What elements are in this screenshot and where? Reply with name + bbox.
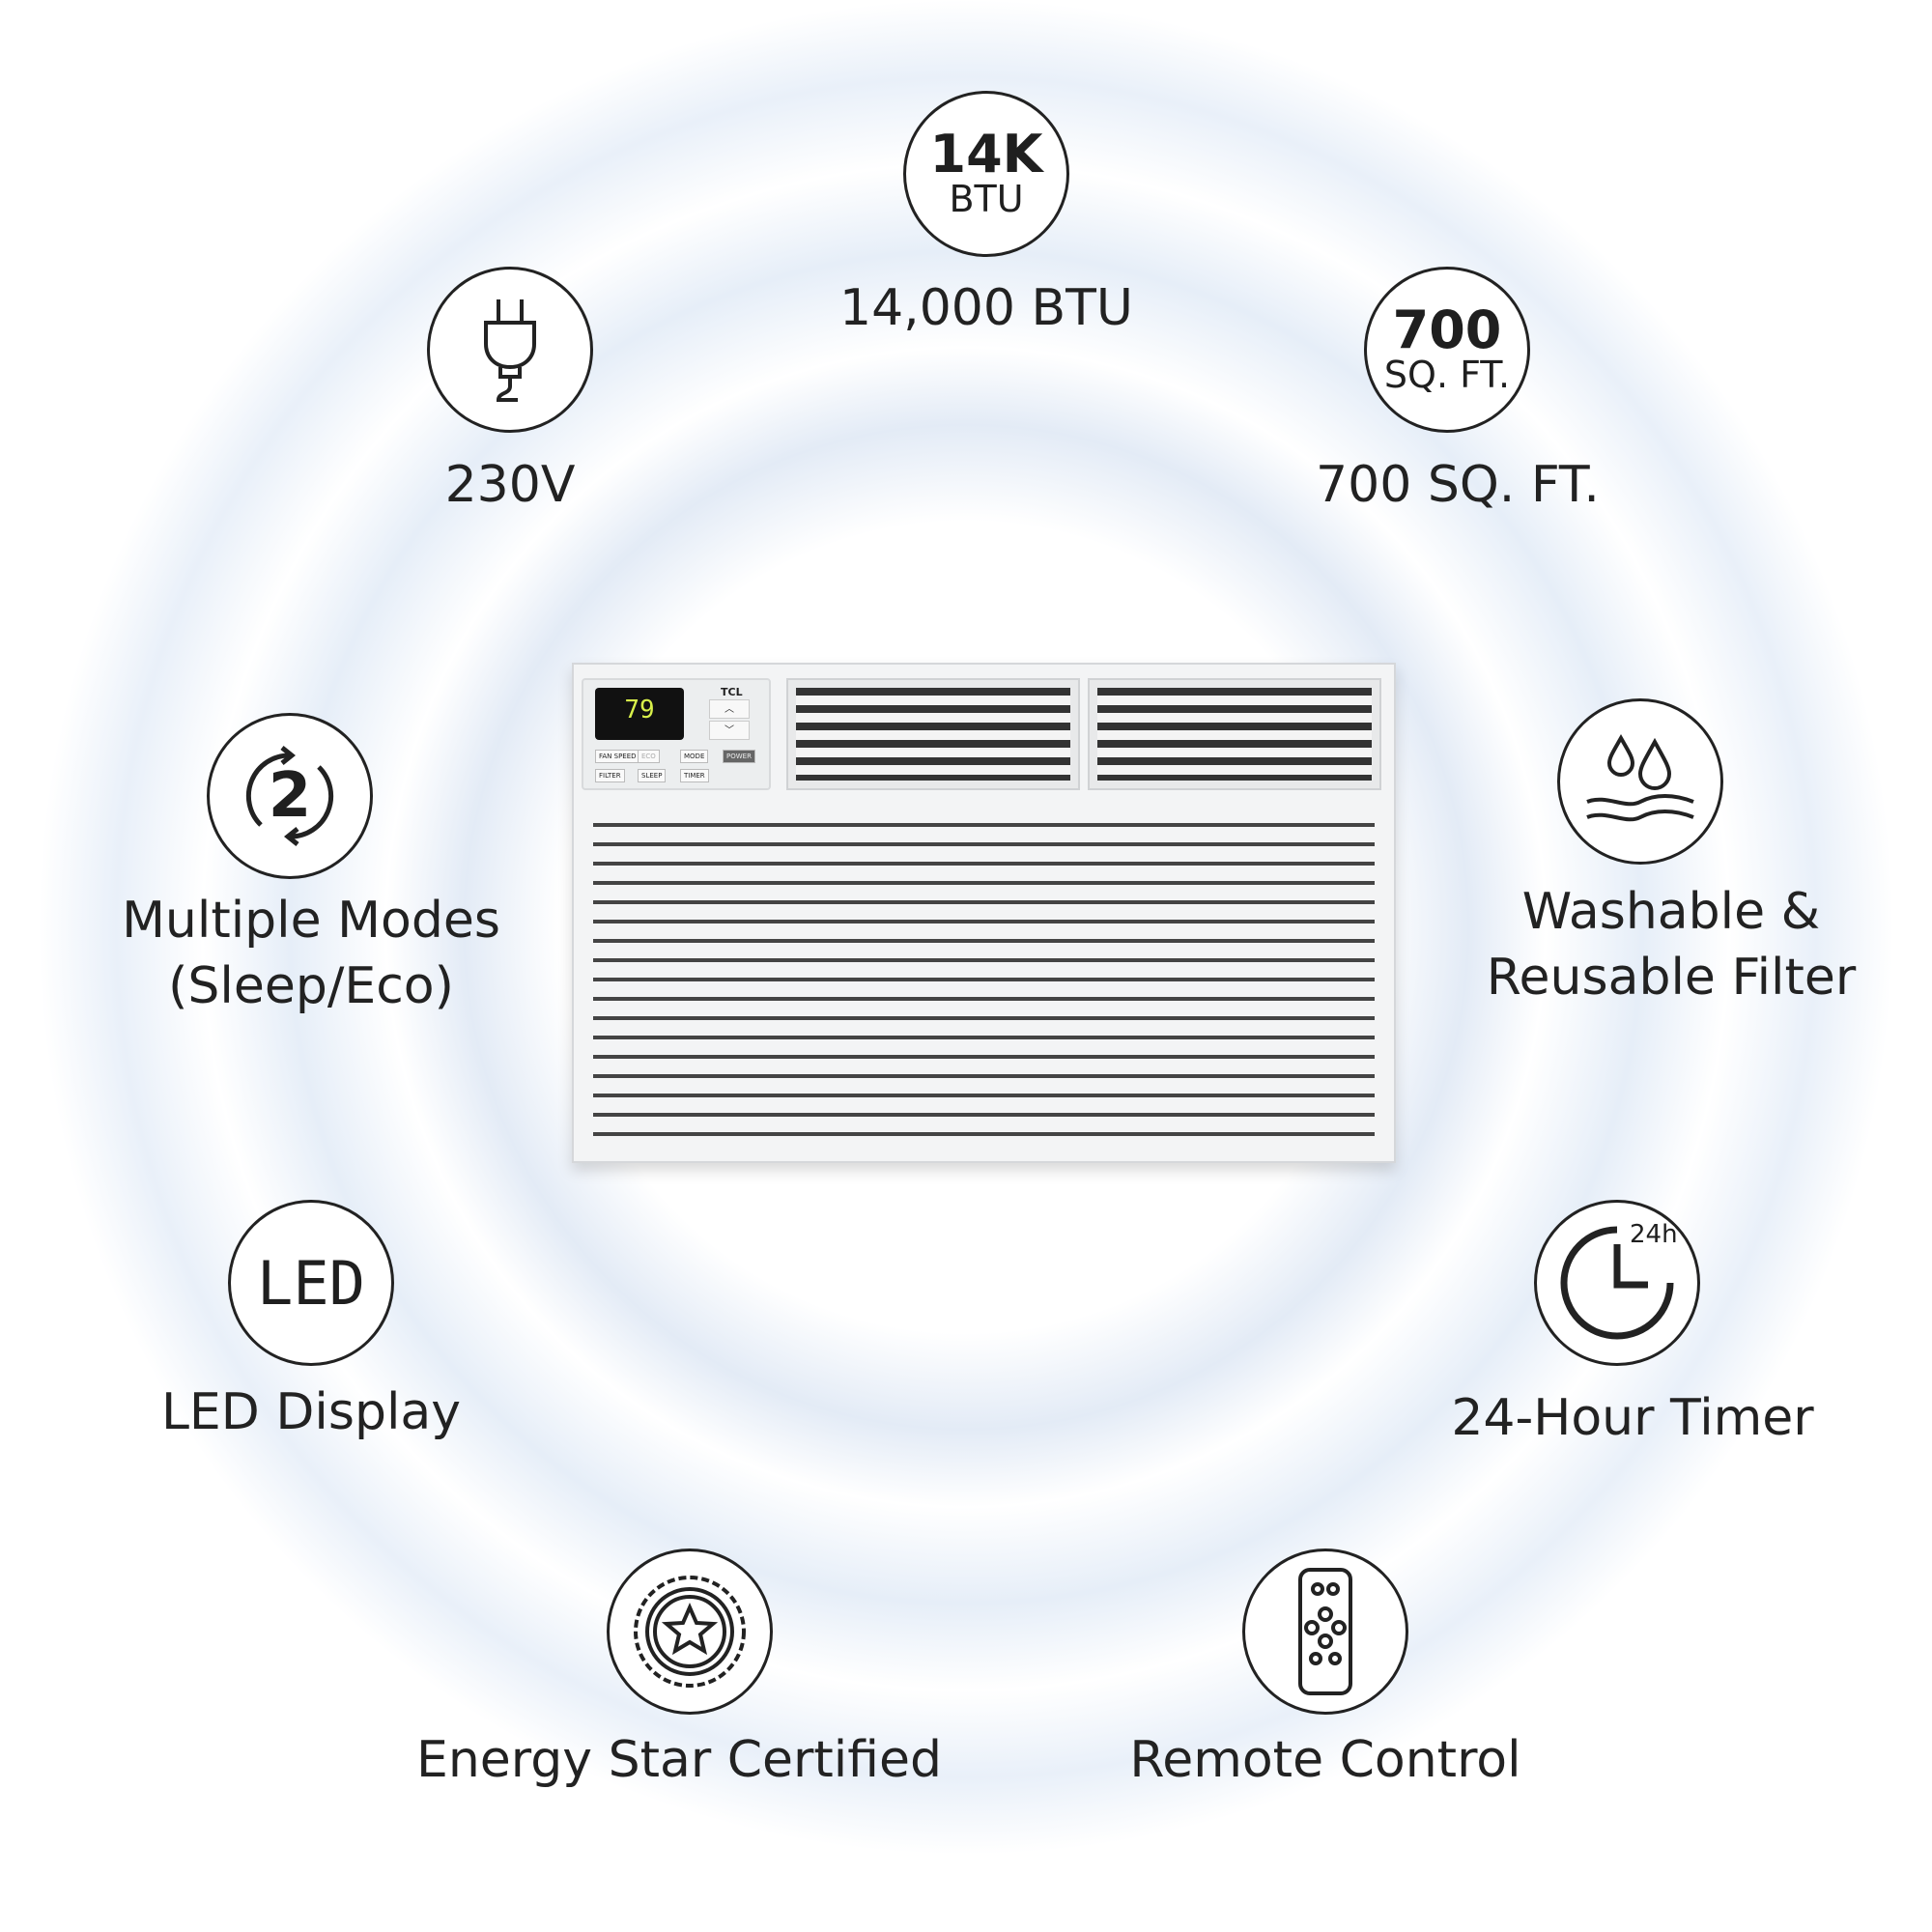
- clock-24h-icon: 24h: [1534, 1200, 1700, 1366]
- feature-label: 24-Hour Timer: [1451, 1389, 1814, 1447]
- sleep-button[interactable]: SLEEP: [638, 769, 667, 782]
- eco-button[interactable]: ECO: [638, 750, 660, 763]
- air-vent-left: [786, 678, 1080, 790]
- feature-label: 14,000 BTU: [839, 279, 1133, 337]
- badge-text: 2: [268, 760, 312, 832]
- feature-label: Washable & Reusable Filter: [1487, 879, 1856, 1010]
- led-display: 79: [595, 688, 684, 740]
- feature-label-line: Multiple Modes: [122, 892, 500, 950]
- feature-label: LED Display: [160, 1383, 462, 1441]
- 14k-btu-badge-icon: 14K BTU: [903, 91, 1069, 257]
- remote-control-icon: [1242, 1548, 1408, 1715]
- air-conditioner-unit: 79 TCL ︿ ﹀ FAN SPEED ECO MODE POWER FILT…: [572, 663, 1396, 1163]
- feature-label: Energy Star Certified: [415, 1731, 943, 1789]
- feature-label: Multiple Modes (Sleep/Eco): [122, 888, 500, 1019]
- air-vent-right: [1088, 678, 1381, 790]
- led-badge-icon: LED: [228, 1200, 394, 1366]
- mode-button[interactable]: MODE: [680, 750, 709, 763]
- control-panel: 79 TCL ︿ ﹀ FAN SPEED ECO MODE POWER FILT…: [582, 678, 771, 790]
- badge-text: 14K: [929, 124, 1043, 185]
- water-drops-filter-icon: [1557, 698, 1723, 865]
- fan-speed-button[interactable]: FAN SPEED: [595, 750, 640, 763]
- feature-label: Remote Control: [1129, 1731, 1521, 1789]
- filter-button[interactable]: FILTER: [595, 769, 625, 782]
- timer-button[interactable]: TIMER: [680, 769, 709, 782]
- feature-label: 700 SQ. FT.: [1316, 456, 1600, 514]
- feature-label-line: Reusable Filter: [1486, 949, 1857, 1007]
- brand-logo: TCL: [721, 686, 743, 698]
- front-grille: [593, 810, 1375, 1142]
- temp-up-button[interactable]: ︿: [709, 699, 750, 719]
- power-plug-icon: [427, 267, 593, 433]
- temp-down-button[interactable]: ﹀: [709, 721, 750, 740]
- power-button[interactable]: POWER: [723, 750, 755, 763]
- feature-label-line: (Sleep/Eco): [168, 957, 454, 1015]
- badge-text: 24h: [1630, 1220, 1678, 1249]
- badge-text: BTU: [949, 178, 1024, 220]
- 700-sq-ft-badge-icon: 700 SQ. FT.: [1364, 267, 1530, 433]
- feature-label: 230V: [444, 456, 576, 514]
- badge-text: LED: [257, 1247, 365, 1319]
- two-modes-cycle-icon: 2: [207, 713, 373, 879]
- badge-text: 700: [1392, 299, 1502, 360]
- energy-star-seal-icon: [607, 1548, 773, 1715]
- badge-text: SQ. FT.: [1383, 354, 1511, 396]
- feature-label-line: Washable &: [1521, 883, 1821, 941]
